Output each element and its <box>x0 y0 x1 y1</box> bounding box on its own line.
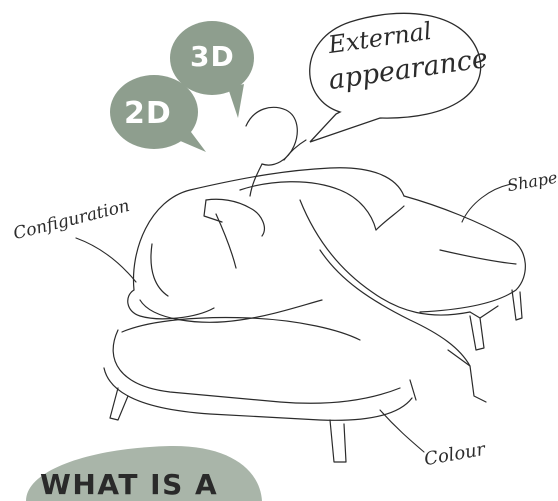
headline: WHAT IS A <box>40 468 219 501</box>
label-2d: 2D <box>124 96 172 131</box>
bubble-2d <box>110 75 206 152</box>
shape-leader <box>461 183 513 223</box>
label-3d: 3D <box>190 40 235 73</box>
configuration-leader <box>75 237 137 283</box>
appearance-leader <box>283 139 307 161</box>
external-appearance-bubble <box>309 12 482 143</box>
headline-blob <box>26 445 262 501</box>
bubble-3d <box>170 21 254 118</box>
sofa-drawing <box>103 106 526 463</box>
colour-leader <box>379 409 425 453</box>
callout-lines <box>75 139 513 453</box>
